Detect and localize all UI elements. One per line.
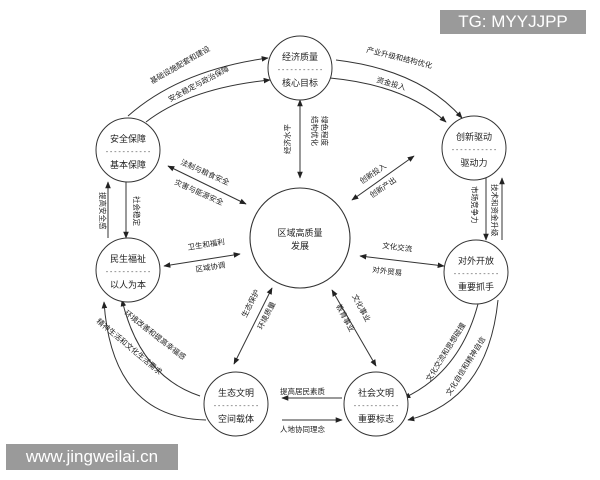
ring-arrow [407,299,499,422]
ring-arrow [335,59,463,119]
node-title: 民生福祉 [110,253,146,265]
spoke-label-economy-b1: 结构优化 [310,116,320,146]
node-divider: ----------- [105,148,151,156]
spoke-opening [359,253,445,269]
node-security: 安全保障 ----------- 基本保障 [95,117,161,183]
spoke-label-economy-a: 经济水平 [282,124,292,154]
center-line-2: 发展 [291,240,309,252]
spokes [163,99,445,367]
node-social: 社会文明 ----------- 重要标志 [343,371,409,437]
node-divider: ----------- [213,402,259,410]
ring-label-social-ecology-b: 人地协同理念 [280,424,325,434]
node-welfare: 民生福祉 ----------- 以人为本 [95,237,161,303]
node-title: 创新驱动 [456,131,492,143]
spoke-ecology [233,287,273,365]
watermark-bottom: www.jingweilai.cn [6,444,178,470]
ring-label-social-ecology-a: 提高居民素质 [280,386,325,396]
node-subtitle: 重要标志 [358,413,394,425]
spoke-label-opening-b: 对外贸易 [372,264,403,278]
spoke-innovation [351,155,415,201]
node-subtitle: 重要抓手 [458,281,494,293]
node-divider: ----------- [451,146,497,154]
center-node: 区域高质量 发展 [249,187,351,289]
node-title: 安全保障 [110,133,146,145]
ring-label-welfare-security-b: 社会稳定 [132,196,142,226]
node-subtitle: 核心目标 [282,77,318,89]
ring-label-welfare-security-a: 提高安全感 [98,192,108,230]
spoke-label-ecology-a: 生态保护 [239,288,262,319]
outer-ring [101,56,505,423]
spoke-label-welfare-b: 区域协调 [195,259,226,274]
ring-arrow [145,77,271,123]
node-title: 对外开放 [458,255,494,267]
spoke-welfare [163,252,241,268]
node-divider: ----------- [453,270,499,278]
node-opening: 对外开放 ----------- 重要抓手 [443,239,509,305]
spoke-label-opening-a: 文化交流 [382,240,413,254]
center-line-1: 区域高质量 [277,227,322,239]
node-divider: ----------- [353,402,399,410]
ring-label-economy-innovation-a: 产业升级和结构优化 [366,44,434,70]
ring-arrow [403,303,479,399]
node-title: 社会文明 [358,387,394,399]
node-divider: ----------- [105,268,151,276]
node-subtitle: 基本保障 [110,159,146,171]
node-economy: 经济质量 ----------- 核心目标 [267,35,333,101]
node-divider: ----------- [277,66,323,74]
ring-arrow [120,299,201,397]
ring-arrow [101,301,207,421]
spoke-social [331,289,377,367]
node-innovation: 创新驱动 ----------- 驱动力 [441,115,507,181]
spoke-label-welfare-a: 卫生和福利 [187,236,226,252]
node-ecology: 生态文明 ----------- 空间载体 [203,371,269,437]
spoke-security [167,165,247,205]
spoke-label-social-a: 文化事业 [350,292,373,324]
watermark-top: TG: MYYJJPP [440,10,586,34]
ring-arrow [329,77,447,123]
spoke-label-social-b: 教育事业 [334,302,357,334]
node-title: 经济质量 [282,51,318,63]
node-subtitle: 驱动力 [460,157,487,169]
ring-arrow [127,56,269,117]
node-title: 生态文明 [218,387,254,399]
ring-label-innovation-opening-b: 技术和资金升级 [490,184,500,237]
ring-label-innovation-opening-a: 市场竞争力 [470,186,480,224]
node-subtitle: 以人为本 [110,279,146,291]
node-subtitle: 空间载体 [218,413,254,425]
spoke-label-economy-b2: 绿色程度 [320,116,330,146]
